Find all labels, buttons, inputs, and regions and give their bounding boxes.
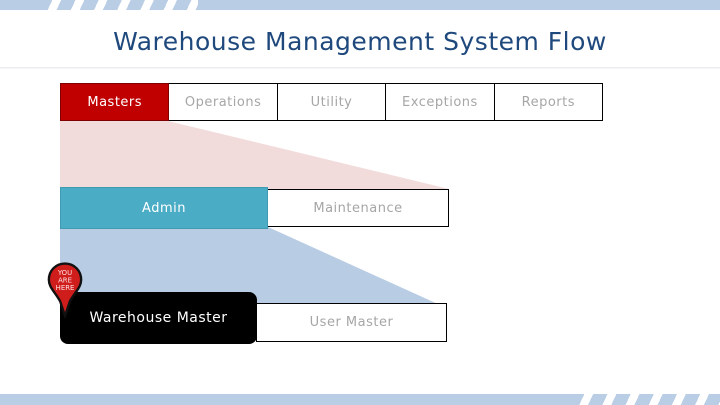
tab-masters[interactable]: Masters [60, 83, 170, 121]
pin-text-line3: HERE [56, 284, 75, 292]
bottom-decorative-band [0, 394, 720, 405]
pin-text-line2: ARE [58, 276, 72, 284]
funnel-masters-to-admin [60, 121, 449, 189]
box-admin[interactable]: Admin [60, 187, 268, 229]
tab-exceptions[interactable]: Exceptions [385, 83, 495, 121]
bottom-stripes-decoration [570, 394, 720, 405]
box-user-master[interactable]: User Master [256, 303, 447, 342]
box-maintenance[interactable]: Maintenance [267, 189, 449, 227]
box-warehouse-master[interactable]: Warehouse Master [60, 292, 257, 344]
menu-tab-row: Masters Operations Utility Exceptions Re… [60, 83, 604, 121]
page-title: Warehouse Management System Flow [113, 27, 607, 56]
you-are-here-pin-icon: YOU ARE HERE [47, 262, 83, 318]
top-decorative-band [0, 0, 720, 10]
tab-utility[interactable]: Utility [276, 83, 387, 121]
pin-text-line1: YOU [57, 269, 72, 277]
title-divider [0, 67, 720, 69]
top-stripes-decoration [38, 0, 198, 10]
tab-reports[interactable]: Reports [493, 83, 604, 121]
tab-operations[interactable]: Operations [168, 83, 278, 121]
